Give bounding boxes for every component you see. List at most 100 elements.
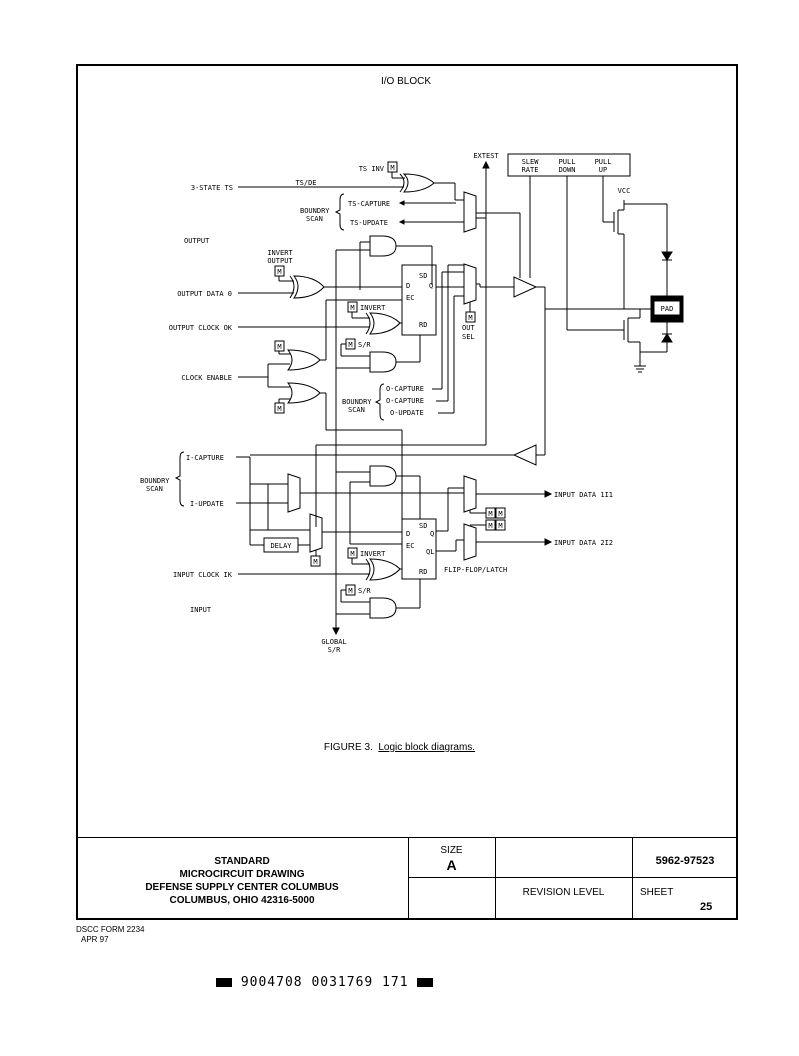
svg-text:EC: EC bbox=[406, 542, 414, 550]
clock-enable-or-1 bbox=[286, 349, 321, 371]
svg-text:EC: EC bbox=[406, 294, 414, 302]
boundry-label-1: BOUNDRY bbox=[300, 207, 330, 215]
delay-label: DELAY bbox=[270, 542, 292, 550]
input-flip-flop bbox=[401, 518, 437, 580]
sheet-label: SHEET bbox=[640, 887, 674, 898]
input-buffer bbox=[512, 444, 537, 466]
title-block-divider-3 bbox=[632, 837, 633, 920]
invert-label-1: INVERT bbox=[360, 304, 386, 312]
pull-down-label-2: DOWN bbox=[559, 166, 576, 174]
svg-text:Q: Q bbox=[430, 530, 434, 538]
caption-text: Logic block diagrams. bbox=[378, 742, 476, 753]
extest-label: EXTEST bbox=[473, 152, 499, 160]
scan-label-3: SCAN bbox=[146, 485, 163, 493]
and-gate-input-top bbox=[369, 465, 397, 487]
ts-mux bbox=[463, 191, 477, 233]
mux-m-box-4 bbox=[495, 519, 506, 531]
svg-text:M: M bbox=[488, 522, 492, 530]
svg-text:M: M bbox=[277, 343, 281, 351]
size-label: SIZE bbox=[440, 845, 463, 856]
ts-xor-gate bbox=[402, 173, 435, 193]
slew-label: SLEW bbox=[522, 158, 540, 166]
pull-up-label-2: UP bbox=[599, 166, 607, 174]
ts-inv-label: TS INV bbox=[359, 165, 385, 173]
svg-text:D: D bbox=[406, 282, 410, 290]
svg-text:QL: QL bbox=[426, 548, 434, 556]
invert-label-2: INVERT bbox=[360, 550, 386, 558]
mux-m-box-2 bbox=[495, 507, 506, 519]
caption-prefix: FIGURE 3. bbox=[323, 742, 373, 753]
ts-de-label: TS/DE bbox=[295, 179, 316, 187]
title-line-1: STANDARD bbox=[214, 856, 270, 867]
i-update-label: I-UPDATE bbox=[190, 500, 224, 508]
title-line-2: MICROCIRCUIT DRAWING bbox=[179, 869, 305, 880]
barcode-text: 9004708 0031769 171 bbox=[240, 975, 409, 990]
form-line-1: DSCC FORM 2234 bbox=[76, 925, 145, 934]
size-value: A bbox=[446, 857, 457, 873]
input-data-1-mux bbox=[463, 475, 477, 513]
output-data-label: OUTPUT DATA 0 bbox=[177, 290, 232, 298]
svg-text:M: M bbox=[498, 510, 502, 518]
pad-label: PAD bbox=[661, 305, 674, 313]
svg-text:M: M bbox=[350, 304, 354, 312]
svg-text:M: M bbox=[348, 341, 352, 349]
output-label: OUTPUT bbox=[184, 237, 210, 245]
delay-mux bbox=[309, 513, 323, 553]
boundry-label-2: BOUNDRY bbox=[342, 398, 372, 406]
scan-label-1: SCAN bbox=[306, 215, 323, 223]
control-box bbox=[507, 153, 631, 177]
svg-text:SD: SD bbox=[419, 522, 427, 530]
vcc-label: VCC bbox=[618, 187, 631, 195]
svg-text:M: M bbox=[498, 522, 502, 530]
barcode-line: 9004708 0031769 171 bbox=[216, 975, 434, 990]
clock-xor-gate bbox=[368, 312, 401, 335]
svg-text:RD: RD bbox=[419, 321, 427, 329]
diagram-title: I/O BLOCK bbox=[381, 76, 431, 87]
sheet-value: 25 bbox=[700, 901, 713, 913]
rate-label: RATE bbox=[522, 166, 539, 174]
svg-text:Q: Q bbox=[429, 282, 433, 290]
barcode-block-right bbox=[417, 978, 434, 987]
svg-text:RD: RD bbox=[419, 568, 427, 576]
input-clock-xor-gate bbox=[368, 558, 401, 581]
output-clock-label: OUTPUT CLOCK OK bbox=[169, 324, 233, 332]
out-label: OUT bbox=[462, 324, 475, 332]
pull-up-label-1: PULL bbox=[595, 158, 612, 166]
barcode-block-left bbox=[216, 978, 232, 987]
svg-text:M: M bbox=[277, 268, 281, 276]
input-data-1-label: INPUT DATA 1I1 bbox=[554, 491, 613, 499]
form-line-2: APR 97 bbox=[81, 935, 109, 944]
boundry-label-3: BOUNDRY bbox=[140, 477, 170, 485]
drawing-frame bbox=[76, 64, 738, 920]
form-code: DSCC FORM 2234 APR 97 bbox=[76, 925, 144, 945]
title-block-divider-1 bbox=[408, 837, 409, 920]
out-sel-mux bbox=[463, 263, 477, 305]
o-capture-label-1: O-CAPTURE bbox=[386, 385, 424, 393]
and-gate-sr-1 bbox=[369, 351, 397, 373]
sr-label-1: S/R bbox=[358, 341, 371, 349]
flip-flop-latch-label: FLIP-FLOP/LATCH bbox=[444, 566, 507, 574]
svg-text:SD: SD bbox=[419, 272, 427, 280]
clock-enable-or-2 bbox=[286, 382, 321, 404]
svg-text:M: M bbox=[348, 587, 352, 595]
three-state-label: 3-STATE TS bbox=[191, 184, 233, 192]
svg-text:D: D bbox=[406, 530, 410, 538]
svg-text:M: M bbox=[350, 550, 354, 558]
drawing-number: 5962-97523 bbox=[655, 855, 715, 867]
svg-text:M: M bbox=[468, 314, 472, 322]
o-update-label: O-UPDATE bbox=[390, 409, 424, 417]
input-data-2-label: INPUT DATA 2I2 bbox=[554, 539, 613, 547]
invert-output-label-2: OUTPUT bbox=[267, 257, 293, 265]
and-gate-sr-2 bbox=[369, 597, 397, 619]
sel-label: SEL bbox=[462, 333, 475, 341]
input-label: INPUT bbox=[190, 606, 212, 614]
invert-output-label-1: INVERT bbox=[267, 249, 293, 257]
sr-label-2: S/R bbox=[358, 587, 371, 595]
i-capture-label: I-CAPTURE bbox=[186, 454, 224, 462]
output-buffer bbox=[513, 276, 538, 298]
title-block-agency: STANDARD MICROCIRCUIT DRAWING DEFENSE SU… bbox=[76, 855, 408, 907]
svg-text:M: M bbox=[277, 405, 281, 413]
title-block-top-rule bbox=[76, 837, 738, 838]
o-capture-label-2: O-CAPTURE bbox=[386, 397, 424, 405]
